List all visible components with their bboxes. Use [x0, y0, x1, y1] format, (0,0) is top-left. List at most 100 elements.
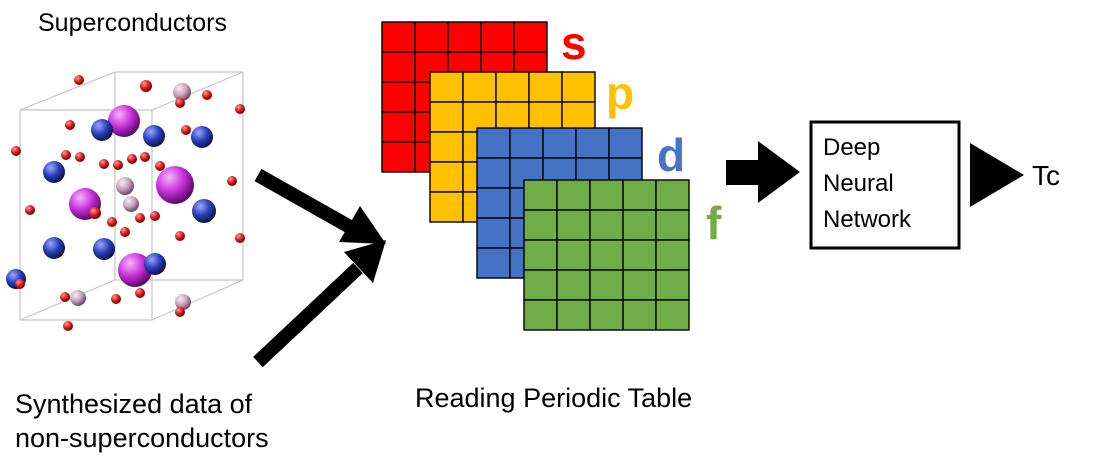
atom-red [140, 80, 152, 92]
input-arrows [253, 168, 386, 368]
atom-blue [93, 238, 115, 260]
atom-blue [144, 253, 166, 275]
atom-red [61, 150, 71, 160]
grid-cell-f [523, 179, 558, 211]
grid-cell-d [575, 127, 610, 159]
atom-pink [123, 196, 139, 212]
orbital-label-s: s [561, 17, 587, 69]
grid-cell-f [523, 209, 558, 241]
deep-neural-network-box [809, 120, 961, 250]
dnn-label-line3: Network [823, 206, 912, 233]
grid-cell-p [495, 71, 530, 103]
atom-red [11, 146, 21, 156]
grid-cell-d [476, 247, 511, 279]
atom-pink [70, 290, 86, 306]
grid-cell-p [429, 161, 464, 193]
atom-red [111, 294, 121, 304]
atom-red [140, 152, 150, 162]
grid-cell-f [655, 269, 690, 301]
grid-cell-d [542, 127, 577, 159]
grid-cell-d [476, 127, 511, 159]
periodic-table-grids [381, 21, 690, 331]
grid-cell-f [622, 209, 657, 241]
grid-f [523, 179, 690, 331]
grid-cell-s [381, 81, 416, 113]
grid-cell-p [561, 71, 596, 103]
atom-red [99, 159, 109, 169]
grid-cell-f [556, 209, 591, 241]
atom-red [227, 176, 237, 186]
grid-cell-f [523, 239, 558, 271]
atom-red [175, 307, 185, 317]
grid-cell-f [655, 179, 690, 211]
atom-red [181, 125, 191, 135]
atom-magenta [156, 166, 194, 204]
synthesized-data-label-line1: Synthesized data of [15, 389, 253, 419]
tc-output-label: Tc [1032, 160, 1060, 191]
orbital-label-p: p [606, 67, 635, 119]
atom-red [120, 227, 130, 237]
grid-cell-d [509, 127, 544, 159]
atom-red [74, 75, 84, 85]
grid-cell-s [513, 21, 548, 53]
atom-red [127, 154, 137, 164]
atom-blue [191, 126, 213, 148]
atom-magenta [118, 253, 152, 287]
atom-red [25, 205, 35, 215]
grid-cell-s [414, 21, 449, 53]
arrow-to-network [726, 141, 800, 203]
grid-cell-p [429, 191, 464, 223]
grid-cell-s [480, 21, 515, 53]
grid-cell-f [655, 209, 690, 241]
grid-cell-p [495, 101, 530, 133]
orbital-label-f: f [706, 197, 722, 249]
grid-cell-f [589, 269, 624, 301]
grid-cell-d [476, 187, 511, 219]
atom-red [235, 104, 245, 114]
grid-cell-f [589, 299, 624, 331]
grid-cell-d [476, 217, 511, 249]
atom-blue [143, 125, 165, 147]
dnn-label-line2: Neural [823, 170, 894, 197]
grid-cell-f [655, 299, 690, 331]
atom-red [175, 231, 185, 241]
atom-red [107, 217, 117, 227]
superconductors-label: Superconductors [38, 9, 228, 37]
synthesized-data-label-line2: non-superconductors [15, 423, 269, 453]
grid-cell-f [523, 269, 558, 301]
grid-cell-f [556, 239, 591, 271]
grid-cell-s [381, 51, 416, 83]
atom-red [60, 292, 70, 302]
grid-cell-f [556, 269, 591, 301]
atom-magenta [108, 105, 140, 137]
orbital-label-d: d [657, 129, 686, 181]
grid-cell-f [589, 209, 624, 241]
atom-red [65, 120, 75, 130]
atom-red [113, 160, 123, 170]
atom-red [89, 207, 101, 219]
grid-cell-s [447, 21, 482, 53]
crystal-structure [6, 71, 245, 331]
grid-cell-f [622, 269, 657, 301]
atom-blue [91, 119, 113, 141]
dnn-label-line1: Deep [823, 134, 881, 161]
grid-cell-f [556, 179, 591, 211]
grid-cell-s [381, 21, 416, 53]
atom-blue [43, 237, 65, 259]
atom-red [15, 279, 25, 289]
arrow-to-output [970, 143, 1024, 207]
grid-cell-p [429, 101, 464, 133]
grid-cell-f [622, 299, 657, 331]
grid-cell-p [462, 71, 497, 103]
atom-red [75, 152, 85, 162]
arrow-from-superconductors [254, 168, 386, 244]
atom-red [63, 321, 73, 331]
grid-cell-d [476, 157, 511, 189]
grid-cell-f [622, 239, 657, 271]
arrow-from-non-superconductors [253, 240, 386, 368]
grid-cell-p [429, 131, 464, 163]
grid-cell-p [429, 71, 464, 103]
grid-cell-s [381, 141, 416, 173]
grid-cell-f [622, 179, 657, 211]
